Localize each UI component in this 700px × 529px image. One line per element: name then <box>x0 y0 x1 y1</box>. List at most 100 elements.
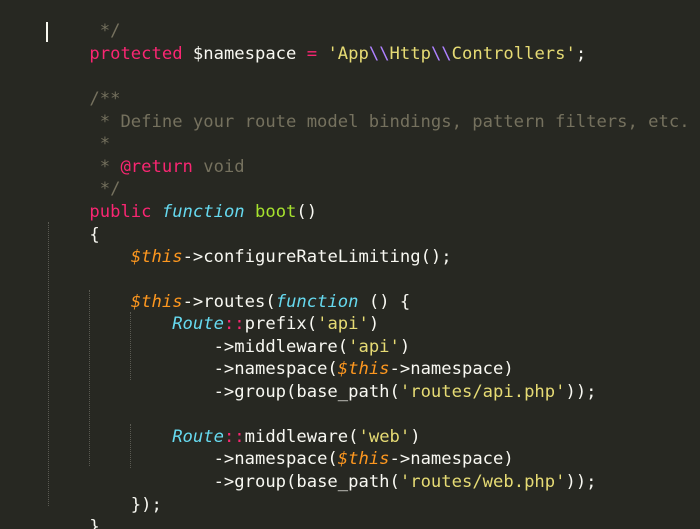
method-call: configureRateLimiting <box>203 247 421 267</box>
punctuation: ( <box>327 359 338 379</box>
code-line[interactable]: Route::prefix('api') <box>48 291 379 334</box>
code-line[interactable]: }); <box>48 472 162 515</box>
text-cursor <box>46 22 48 42</box>
indent-guide <box>130 424 131 468</box>
method-call: group <box>234 472 287 492</box>
punctuation: ( <box>306 314 318 334</box>
comment: */ <box>89 179 121 199</box>
code-line[interactable]: protected $namespace = 'App\\Http\\Contr… <box>48 21 586 64</box>
property: namespace <box>410 359 504 379</box>
variable: $namespace <box>182 44 307 64</box>
code-line[interactable]: $this->routes(function () { <box>48 269 410 312</box>
punctuation: (); <box>420 247 452 267</box>
comment: */ <box>89 21 121 41</box>
punctuation: ) <box>399 337 411 357</box>
operator: = <box>306 44 318 64</box>
code-line[interactable]: * <box>48 111 110 154</box>
class-name: Route <box>172 427 224 447</box>
operator: -> <box>182 292 204 312</box>
method-call: prefix <box>244 314 307 334</box>
string: Controllers <box>451 44 566 64</box>
function-call: base_path <box>296 382 390 402</box>
property: namespace <box>410 449 504 469</box>
punctuation: ( <box>286 382 297 402</box>
function-name: boot <box>255 202 297 222</box>
operator: -> <box>89 382 235 402</box>
this-variable: $this <box>337 359 390 379</box>
punctuation: )); <box>565 472 597 492</box>
keyword: protected <box>89 44 183 64</box>
punctuation: } <box>89 517 100 529</box>
punctuation: )); <box>565 382 597 402</box>
comment: * Define your route model bindings, patt… <box>89 112 690 132</box>
comment: /** <box>89 89 121 109</box>
operator: -> <box>182 247 204 267</box>
operator: -> <box>89 472 235 492</box>
code-line[interactable]: public function boot() <box>48 179 317 222</box>
operator: -> <box>389 359 411 379</box>
method-call: middleware <box>234 337 338 357</box>
code-line[interactable]: /** <box>48 66 120 109</box>
code-line[interactable]: * Define your route model bindings, patt… <box>48 89 690 132</box>
indent-guide <box>48 222 49 506</box>
code-line[interactable]: ->group(base_path('routes/web.php')); <box>48 449 597 492</box>
punctuation: () { <box>358 292 411 312</box>
punctuation: ) <box>410 427 421 447</box>
code-line[interactable]: ->namespace($this->namespace) <box>48 426 514 469</box>
this-variable: $this <box>130 292 183 312</box>
keyword: public <box>89 202 152 222</box>
operator: -> <box>89 337 235 357</box>
code-line[interactable]: ->middleware('api') <box>48 314 411 357</box>
code-line[interactable]: } <box>48 494 99 529</box>
punctuation: ( <box>389 382 400 402</box>
string: ' <box>317 44 338 64</box>
comment: * <box>89 157 121 177</box>
operator: :: <box>223 427 245 447</box>
function-call: base_path <box>296 472 390 492</box>
operator: -> <box>89 359 235 379</box>
method-call: namespace <box>234 359 328 379</box>
punctuation: ( <box>265 292 276 312</box>
punctuation: ) <box>503 359 514 379</box>
whitespace <box>245 202 255 222</box>
method-call: namespace <box>234 449 328 469</box>
code-line[interactable]: $this->configureRateLimiting(); <box>48 224 452 267</box>
indent-guide <box>130 312 131 380</box>
comment: * <box>89 134 111 154</box>
storage-type: function <box>161 202 245 222</box>
code-line[interactable]: ->group(base_path('routes/api.php')); <box>48 359 597 402</box>
code-line[interactable]: */ <box>48 156 121 199</box>
code-line[interactable]: */ <box>48 0 121 41</box>
code-line[interactable]: * @return void <box>48 134 245 177</box>
punctuation: ) <box>368 314 380 334</box>
indent-guide <box>89 290 90 466</box>
code-line[interactable]: ->namespace($this->namespace) <box>48 336 514 379</box>
punctuation: ) <box>503 449 514 469</box>
this-variable: $this <box>337 449 390 469</box>
punctuation: }); <box>89 495 162 515</box>
doc-tag: @return <box>120 157 193 177</box>
string: 'routes/api.php' <box>399 382 566 402</box>
punctuation: { <box>89 225 100 245</box>
string: 'web' <box>358 427 411 447</box>
string-escape: \\ <box>368 44 390 64</box>
string: 'api' <box>317 314 369 334</box>
string: Http <box>389 44 431 64</box>
punctuation: ( <box>348 427 359 447</box>
string: 'api' <box>348 337 400 357</box>
operator: -> <box>89 449 235 469</box>
this-variable: $this <box>130 247 183 267</box>
code-line[interactable]: Route::middleware('web') <box>48 404 420 447</box>
punctuation: ; <box>575 44 587 64</box>
punctuation: ( <box>389 472 400 492</box>
string-escape: \\ <box>430 44 452 64</box>
class-name: Route <box>172 314 224 334</box>
punctuation: ( <box>337 337 349 357</box>
comment: void <box>192 157 245 177</box>
string: 'routes/web.php' <box>399 472 566 492</box>
punctuation: () <box>296 202 318 222</box>
whitespace <box>89 247 130 267</box>
code-line[interactable]: { <box>48 202 99 245</box>
punctuation: ( <box>327 449 338 469</box>
